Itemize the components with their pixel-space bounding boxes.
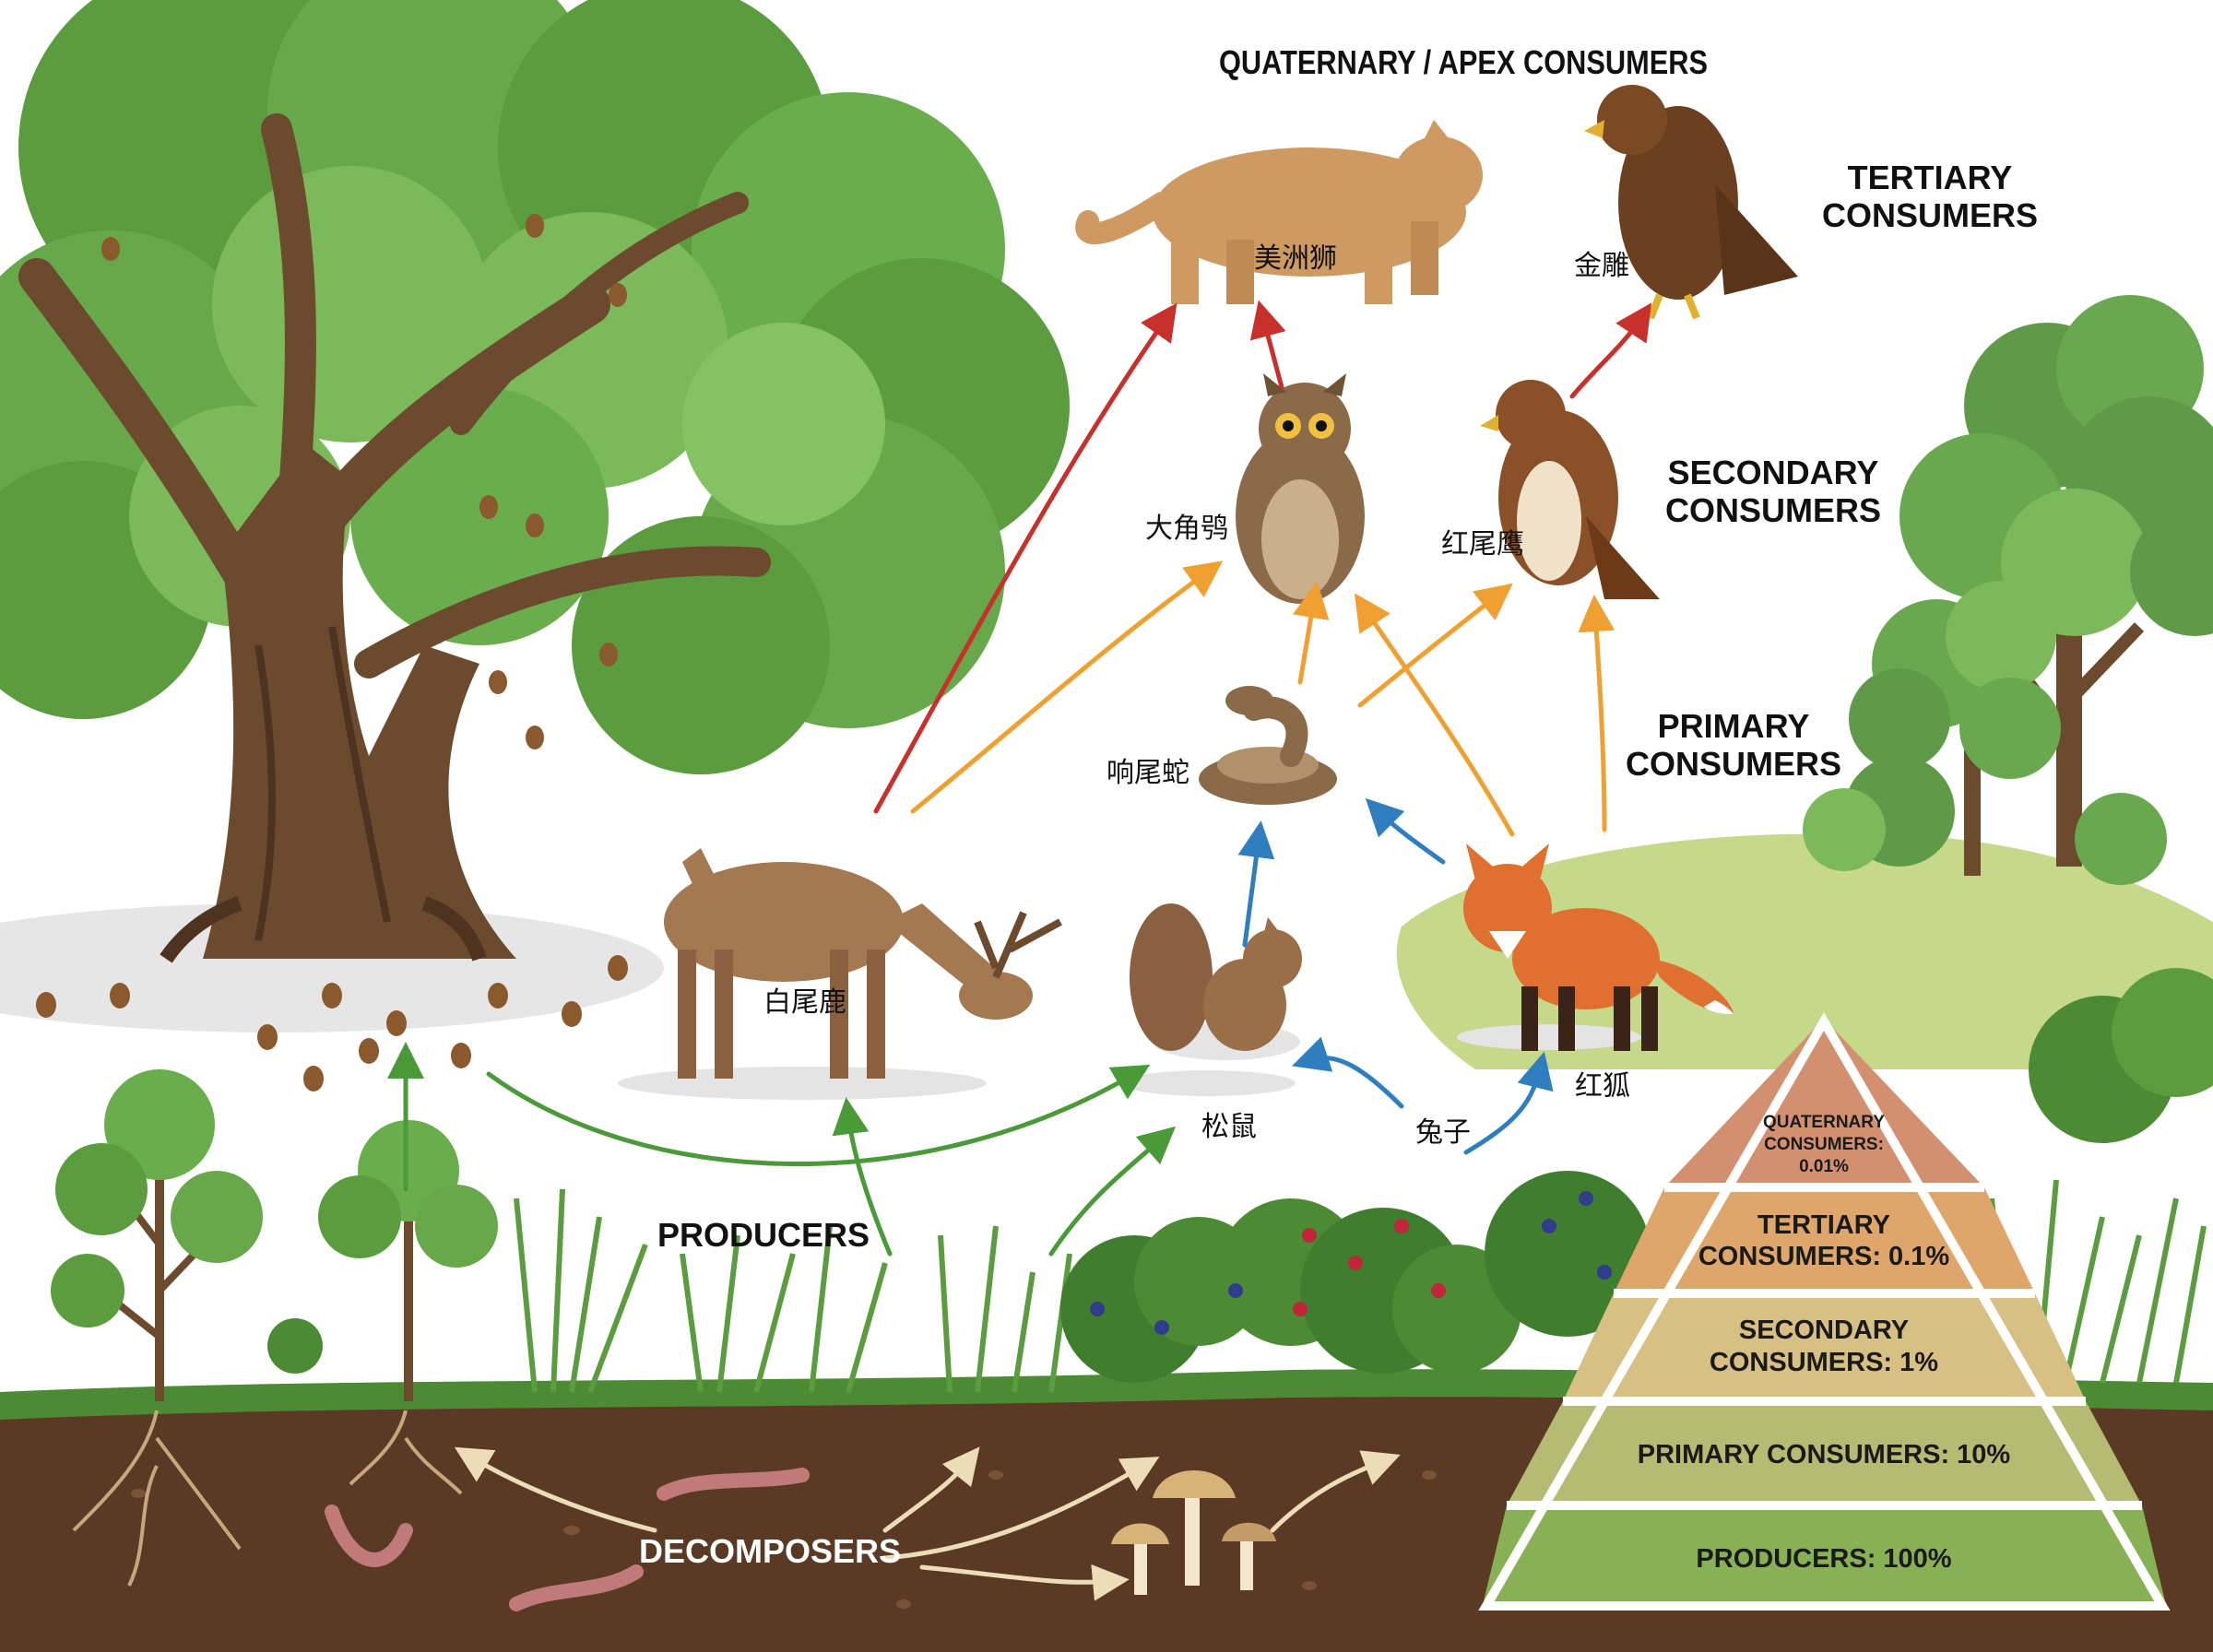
pyramid-label-tertiary-line2: CONSUMERS: 0.1% — [1698, 1242, 1950, 1271]
snake-figure — [1199, 686, 1337, 805]
arrow-fox-to-owl — [1354, 593, 1515, 837]
squirrel-figure — [1130, 903, 1302, 1060]
arrow-fox-to-snake — [1365, 797, 1446, 865]
arrow-acorns-to-squirrel — [486, 1064, 1151, 1166]
heading-decomposers: DECOMPOSERS — [639, 1532, 901, 1570]
pyramid-tier-tertiary — [1614, 1187, 2035, 1293]
pyramid-label-secondary-line2: CONSUMERS: 1% — [1710, 1348, 1938, 1377]
arrow-decomposers-to-far — [1270, 1450, 1401, 1533]
pyramid-label-quaternary-line2: CONSUMERS: — [1764, 1135, 1884, 1154]
label-owl: 大角鸮 — [1145, 513, 1228, 545]
label-hawk: 红尾鹰 — [1441, 528, 1524, 560]
label-rabbit: 兔子 — [1415, 1116, 1471, 1149]
arrow-decomposers-to-mushroom-low — [919, 1564, 1130, 1601]
hawk-figure — [1480, 380, 1660, 599]
mushrooms — [1111, 1470, 1276, 1595]
label-deer: 白尾鹿 — [763, 986, 846, 1019]
heading-producers: PRODUCERS — [657, 1216, 870, 1254]
background-trees — [1803, 295, 2213, 885]
heading-primary-line1: PRIMARY — [1658, 707, 1810, 745]
heading-primary-line2: CONSUMERS — [1626, 745, 1841, 783]
label-snake: 响尾蛇 — [1106, 757, 1189, 789]
arrow-rabbit-to-squirrel — [1292, 1036, 1404, 1109]
arrow-fox-to-hawk — [1578, 595, 1615, 832]
pyramid-label-quaternary-line3: 0.01% — [1799, 1157, 1849, 1176]
arrow-snake-to-owl — [1292, 581, 1330, 685]
arrow-decomposers-to-mushroom — [882, 1457, 1160, 1561]
label-fox: 红狐 — [1575, 1070, 1630, 1103]
owl-figure — [1236, 373, 1365, 604]
label-squirrel: 松鼠 — [1201, 1111, 1257, 1143]
heading-tertiary-line2: CONSUMERS — [1822, 196, 2038, 234]
oak-tree — [0, 0, 1070, 963]
eagle-figure — [1584, 85, 1798, 320]
pyramid-tier-producers — [1482, 1505, 2167, 1609]
arrow-producers-to-squirrel — [1048, 1126, 1177, 1257]
deer-figure — [664, 848, 1062, 1079]
arrow-owl-to-puma — [1249, 300, 1286, 390]
arrow-hawk-to-eagle — [1569, 302, 1652, 399]
arrow-decomposers-to-soil-right — [882, 1446, 980, 1533]
arrow-decomposers-to-soil-left — [454, 1446, 657, 1533]
feeding-arrows — [387, 300, 1652, 1601]
energy-pyramid: QUATERNARY CONSUMERS: 0.01% TERTIARY CON… — [1478, 1012, 2171, 1611]
label-eagle: 金雕 — [1574, 250, 1629, 282]
pyramid-tier-secondary — [1563, 1293, 2086, 1401]
pyramid-label-primary: PRIMARY CONSUMERS: 10% — [1638, 1440, 2011, 1469]
heading-secondary-line1: SECONDARY — [1668, 454, 1879, 491]
pyramid-label-tertiary-line1: TERTIARY — [1757, 1210, 1890, 1240]
label-puma: 美洲狮 — [1254, 242, 1337, 275]
puma-figure — [1075, 120, 1483, 304]
pyramid-tier-primary — [1507, 1401, 2142, 1505]
heading-secondary-line2: CONSUMERS — [1665, 491, 1881, 529]
arrow-rabbit-to-fox — [1463, 1051, 1554, 1155]
fox-figure — [1463, 844, 1734, 1051]
heading-tertiary-line1: TERTIARY — [1848, 159, 2013, 196]
pyramid-tier-quaternary — [1664, 1019, 1984, 1187]
pyramid-label-secondary-line1: SECONDARY — [1739, 1316, 1909, 1345]
arrow-producers-to-deer — [832, 1097, 893, 1257]
arrow-squirrel-to-snake — [1237, 820, 1275, 948]
trophic-headings: QUATERNARY / APEX CONSUMERS TERTIARY CON… — [639, 43, 2038, 1570]
arrow-snake-to-hawk — [1357, 583, 1513, 708]
acorns — [36, 214, 628, 1092]
producer-plants — [51, 968, 2213, 1401]
organism-labels: 美洲狮 金雕 大角鸮 红尾鹰 响尾蛇 白尾鹿 松鼠 兔子 红狐 — [763, 242, 1630, 1149]
pyramid-label-producers: PRODUCERS: 100% — [1696, 1544, 1951, 1574]
heading-quaternary: QUATERNARY / APEX CONSUMERS — [1219, 43, 1708, 81]
arrow-deer-to-owl — [910, 560, 1224, 814]
pyramid-label-quaternary-line1: QUATERNARY — [1763, 1113, 1885, 1132]
arrow-deer-to-puma — [873, 302, 1178, 814]
